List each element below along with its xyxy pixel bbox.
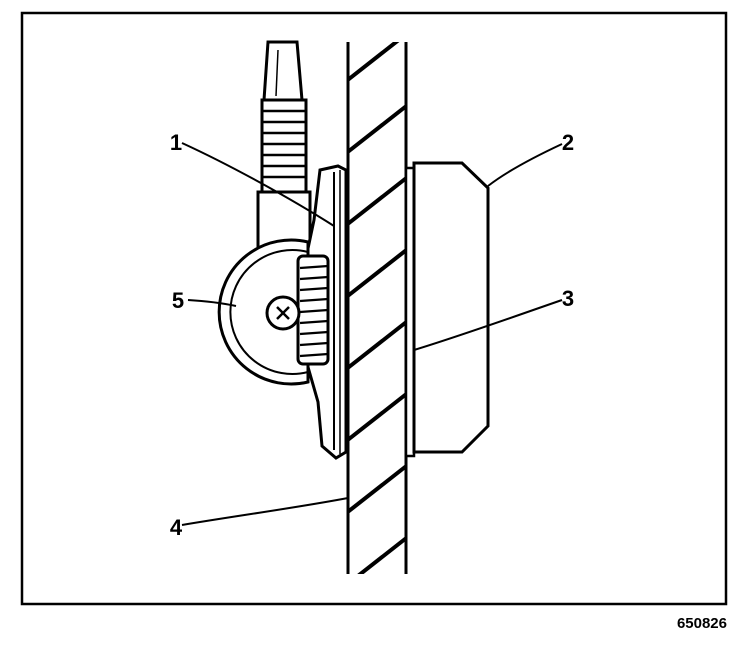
callout-2: 2 <box>562 130 574 155</box>
panel-section-hatched <box>346 42 408 574</box>
callout-5: 5 <box>172 288 184 313</box>
leader-lines <box>181 142 563 526</box>
callout-1: 1 <box>170 130 182 155</box>
round-housing <box>217 238 330 386</box>
figure-id: 650826 <box>677 615 727 632</box>
callout-4: 4 <box>170 515 183 540</box>
antenna-mast <box>256 40 312 262</box>
outer-nut <box>412 161 490 454</box>
figure-frame <box>20 11 728 606</box>
screw-icon <box>265 295 301 331</box>
callout-3: 3 <box>562 286 574 311</box>
